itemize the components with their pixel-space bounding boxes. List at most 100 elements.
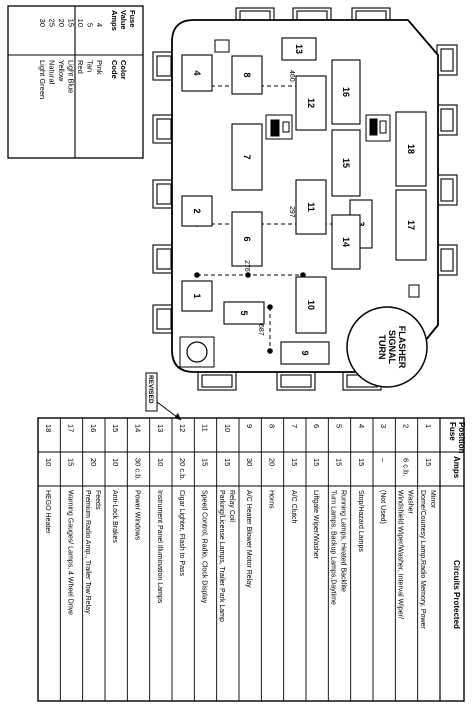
fuse-number: 17 <box>406 220 416 230</box>
row-amps: 15 <box>201 458 210 466</box>
fuse-number: 3 <box>356 221 366 226</box>
fuse-number: 11 <box>306 202 316 212</box>
row-position: 7 <box>290 424 299 428</box>
panel-tabs-bottom <box>197 369 382 391</box>
row-position: 10 <box>223 424 232 432</box>
table-row: 3–(Not Used) <box>379 424 388 524</box>
fuse-16: 16 <box>331 59 361 125</box>
fuse-number: 7 <box>242 154 252 159</box>
legend-amps-value: 25 <box>48 19 57 27</box>
legend-header-color: Color <box>119 60 128 80</box>
jumper-dot <box>300 272 306 278</box>
fuse-10: 10 <box>295 276 327 334</box>
panel-small-square <box>214 39 230 53</box>
jumper-dot <box>267 348 273 354</box>
fuse-slot <box>181 195 213 227</box>
fuse-slot <box>331 214 361 270</box>
fuse-slot <box>280 341 330 365</box>
fuse-5: 5 <box>223 301 265 325</box>
row-amps: 10 <box>44 458 53 466</box>
legend-amps-value: 4 <box>95 23 104 27</box>
flasher-label-line-2: SIGNAL <box>387 330 397 365</box>
flasher-body <box>346 306 428 388</box>
fuse-number: 16 <box>341 87 351 97</box>
row-amps: 15 <box>223 458 232 466</box>
fuse-12: 12 <box>295 75 327 131</box>
row-circuit-line: Mirror <box>429 490 436 509</box>
row-position: 3 <box>379 424 388 428</box>
legend-amps-value: 5 <box>86 23 95 27</box>
panel-small-square <box>408 284 420 298</box>
fuse-slot <box>331 59 361 125</box>
legend-color-value: Light Green <box>38 60 47 99</box>
fuse-9: 9 <box>280 341 330 365</box>
legend-header-fuse: Fuse <box>128 10 137 28</box>
row-circuit-line: Speed Control, Radio, Clock Display <box>201 490 208 604</box>
legend-header-amps: Amps <box>110 10 119 31</box>
row-amps: 15 <box>67 458 76 466</box>
fuse-7: 7 <box>231 123 263 191</box>
turn-signal-flasher: TURN SIGNAL FLASHER <box>346 306 428 388</box>
row-circuit-line: Anti-Lock Brakes <box>111 490 118 543</box>
row-position: 11 <box>201 424 210 432</box>
fuse-8: 8 <box>231 55 263 95</box>
row-circuit-line: Stop/Hazard Lamps <box>357 490 364 552</box>
legend-amps-value: 15 <box>67 19 76 27</box>
legend-color-value: Natural <box>48 60 57 85</box>
fuse-slot <box>181 280 213 312</box>
row-amps: 15 <box>335 458 344 466</box>
row-amps: 6 c.b. <box>402 458 411 476</box>
fuse-slot <box>281 37 317 61</box>
row-amps: 10 <box>111 458 120 466</box>
jumper-label-297: 297 <box>288 206 295 218</box>
jumper-dot <box>245 272 251 278</box>
fuse-13: 13 <box>281 37 317 61</box>
row-circuit-line: Warning Gauges/ Lamps, 4 Wheel Drive <box>67 490 74 615</box>
jumper-label-687: 687 <box>257 324 264 336</box>
flasher-label-line-1: TURN <box>377 335 387 360</box>
fuse-number: 14 <box>341 237 351 247</box>
row-position: 1 <box>424 424 433 428</box>
row-amps: 15 <box>312 458 321 466</box>
fuse-number: 5 <box>239 310 249 315</box>
row-amps: 20 <box>89 458 98 466</box>
legend-header-value: Value <box>119 10 128 30</box>
fuse-slot <box>331 129 361 197</box>
header-fuse: Fuse <box>448 422 457 441</box>
row-amps: 10 <box>156 458 165 466</box>
row-circuit-line: Premium Radio Amp., Trailer Tow Relay <box>84 490 91 614</box>
flasher-label-line-3: FLASHER <box>397 326 407 369</box>
row-position: 14 <box>134 424 143 432</box>
row-circuit-line: Running Lamps, Heated Backlite <box>340 490 347 592</box>
row-circuit-line: Relay Coil <box>228 490 235 522</box>
row-position: 12 <box>178 424 187 432</box>
revised-label: REVISED <box>147 375 154 404</box>
row-position: 5 <box>335 424 344 428</box>
jumper-label-460: 460 <box>288 70 295 82</box>
fuse-slot <box>231 211 263 267</box>
row-circuit-line: A/C Heater Blower Motor Relay <box>245 490 252 588</box>
fuse-slot <box>231 55 263 95</box>
relay-block-left <box>265 114 293 140</box>
row-circuit-line: Parking/License Lamps, Trailer Park Lamp <box>218 490 225 622</box>
revised-box <box>145 372 158 412</box>
legend-color-value: Pink <box>95 60 104 75</box>
row-amps: 15 <box>290 458 299 466</box>
jumper-dot <box>267 304 273 310</box>
row-position: 2 <box>402 424 411 428</box>
table-frame <box>37 417 465 702</box>
fuse-11: 11 <box>295 179 327 235</box>
row-circuit-line: Liftgate Wiper/Washer <box>312 490 319 560</box>
row-position: 18 <box>44 424 53 432</box>
fuse-2: 2 <box>181 195 213 227</box>
legend-color-value: Yellow <box>57 60 66 82</box>
